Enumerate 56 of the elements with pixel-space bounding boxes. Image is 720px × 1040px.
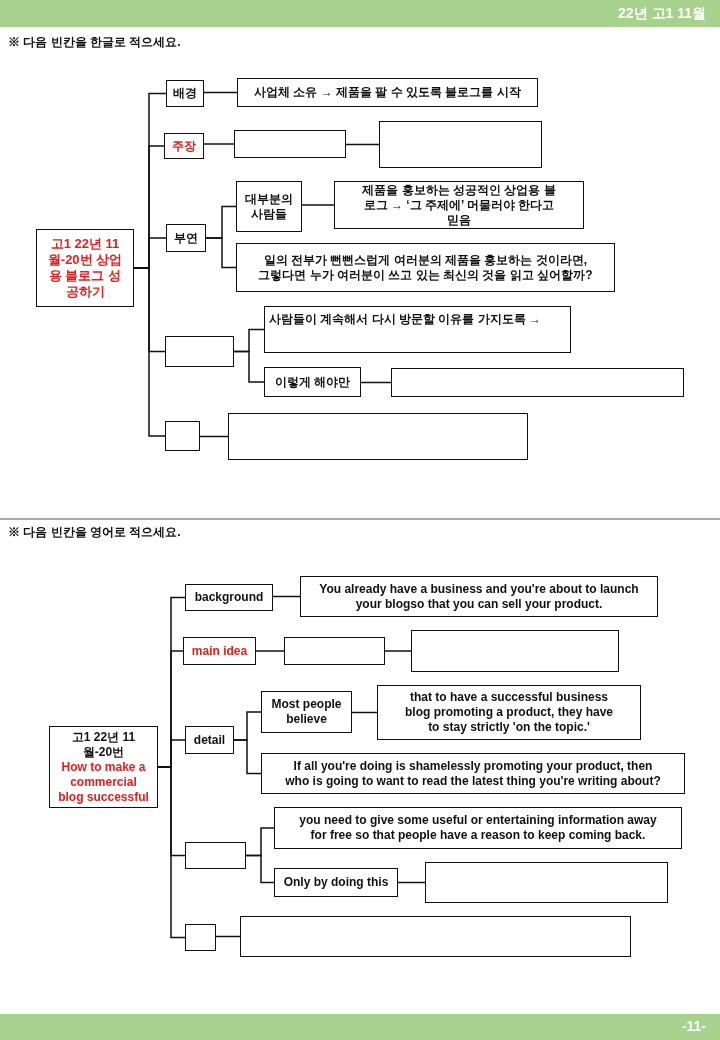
text-box: 일의 전부가 뻔뻔스럽게 여러분의 제품을 홍보하는 것이라면, 그렇다면 누가 여러분이 쓰고 있는 최신의 것을 읽고 싶어할까? xyxy=(236,243,615,292)
connector-line xyxy=(345,143,380,146)
category-box: Most people believe xyxy=(261,691,352,733)
answer-box xyxy=(234,130,346,158)
connector-line xyxy=(215,935,241,938)
header-text: 22년 고1 11월 xyxy=(618,5,706,23)
connector-line xyxy=(255,650,285,652)
answer-box xyxy=(379,121,542,168)
answer-box xyxy=(228,413,528,460)
answer-box xyxy=(165,421,200,451)
answer-box xyxy=(185,924,216,951)
connector-line xyxy=(351,711,378,714)
text-box: 사람들이 계속해서 다시 방문할 이유를 가지도록 → xyxy=(264,306,571,353)
connector-line xyxy=(397,881,426,884)
text-box: If all you're doing is shamelessly promoting your product, then who is going to want to read the latest thing you're writing about? xyxy=(261,753,685,794)
category-box: 부연 xyxy=(166,224,206,252)
text-box: 제품을 홍보하는 성공적인 상업용 블로그 → ‘그 주제에’ 머물러야 한다고 믿음 xyxy=(334,181,584,229)
category-box: 배경 xyxy=(166,80,204,107)
connector-line xyxy=(384,650,412,652)
connector-line xyxy=(272,595,301,598)
connector-line xyxy=(157,766,186,939)
answer-box xyxy=(411,630,619,672)
connector-line xyxy=(360,381,392,384)
text-box: you need to give some useful or entertaining information away for free so that people have a reason to keep coming back. xyxy=(274,807,682,849)
category-box: 주장 xyxy=(164,133,204,159)
page-number: -11- xyxy=(681,1018,706,1034)
text-box: 사업체 소유 → 제품을 팔 수 있도록 블로그를 시작 xyxy=(237,78,538,107)
instruction-text: ※ 다음 빈칸을 한글로 적으세요. xyxy=(8,34,181,51)
topic-label: How to make a commercial blog successful xyxy=(58,759,149,805)
text-box: Only by doing this xyxy=(274,868,398,897)
category-box: 대부분의 사람들 xyxy=(236,181,302,232)
answer-box xyxy=(185,842,246,869)
category-box: background xyxy=(185,584,273,611)
connector-line xyxy=(301,204,335,206)
topic-box: 고1 22년 11월-20번 상업용 블로그 성공하기 xyxy=(36,229,134,307)
text-box: You already have a business and you're about to launch your blogso that you can sell your product. xyxy=(300,576,658,617)
connector-line xyxy=(199,435,229,438)
topic-box xyxy=(49,726,158,808)
text-box: that to have a successful business blog promoting a product, they have to stay strictly 'on the topic.' xyxy=(377,685,641,740)
answer-box xyxy=(284,637,385,665)
connector-line xyxy=(205,237,237,269)
answer-box xyxy=(425,862,668,903)
instruction-text: ※ 다음 빈칸을 영어로 적으세요. xyxy=(8,524,181,541)
category-box: 이렇게 해야만 xyxy=(264,367,361,397)
connector-line xyxy=(203,143,235,145)
answer-box xyxy=(391,368,684,397)
category-box: main idea xyxy=(183,637,256,665)
connector-line xyxy=(203,91,238,94)
connector-line xyxy=(245,854,275,884)
answer-box xyxy=(240,916,631,957)
connector-line xyxy=(233,350,265,383)
topic-label: 고1 22년 11월-20번 xyxy=(70,729,137,760)
connector-line xyxy=(133,267,166,437)
category-box: detail xyxy=(185,726,234,754)
connector-line xyxy=(233,739,262,775)
answer-box xyxy=(165,336,234,367)
